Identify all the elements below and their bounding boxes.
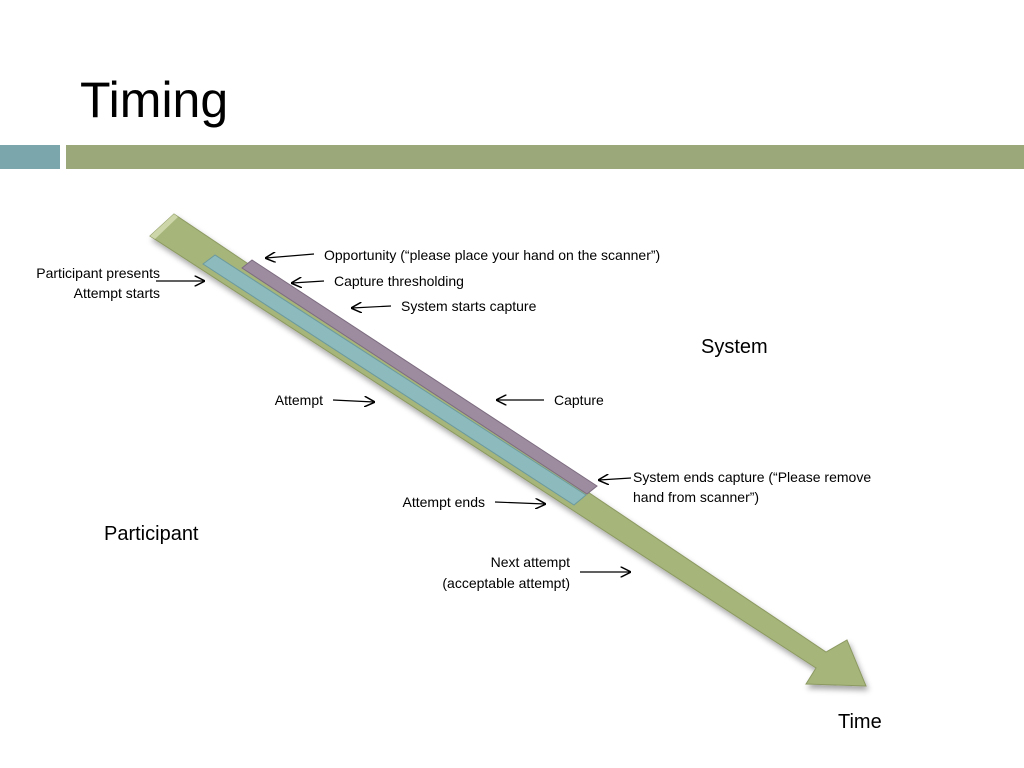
label-participant: Participant xyxy=(104,523,199,545)
label-attempt-starts: Attempt starts xyxy=(73,285,160,301)
label-next-attempt-1: Next attempt xyxy=(490,554,570,570)
label-attempt: Attempt xyxy=(274,392,323,408)
label-system-ends-capture-2: hand from scanner”) xyxy=(633,489,760,505)
attempt-pointer xyxy=(332,400,374,402)
capture-band xyxy=(241,259,598,495)
label-next-attempt-2: (acceptable attempt) xyxy=(442,575,570,591)
attempt-ends-pointer xyxy=(494,502,545,504)
label-capture-thresholding: Capture thresholding xyxy=(334,273,464,289)
opportunity-pointer xyxy=(266,254,315,258)
header-bar-teal xyxy=(0,145,60,169)
capture-thresholding-pointer xyxy=(292,281,325,283)
header-bar-olive xyxy=(66,145,1024,169)
label-capture: Capture xyxy=(554,392,604,408)
label-attempt-ends: Attempt ends xyxy=(402,494,486,510)
system-ends-capture-pointer xyxy=(599,478,632,480)
label-opportunity: Opportunity (“please place your hand on … xyxy=(324,247,661,263)
slide-title: Timing xyxy=(80,72,229,128)
label-system: System xyxy=(701,336,768,358)
label-time: Time xyxy=(838,711,882,733)
label-participant-presents: Participant presents xyxy=(36,265,160,281)
system-starts-capture-pointer xyxy=(352,306,392,308)
label-system-starts-capture: System starts capture xyxy=(401,298,537,314)
label-system-ends-capture-1: System ends capture (“Please remove xyxy=(633,469,872,485)
attempt-band xyxy=(202,254,587,506)
